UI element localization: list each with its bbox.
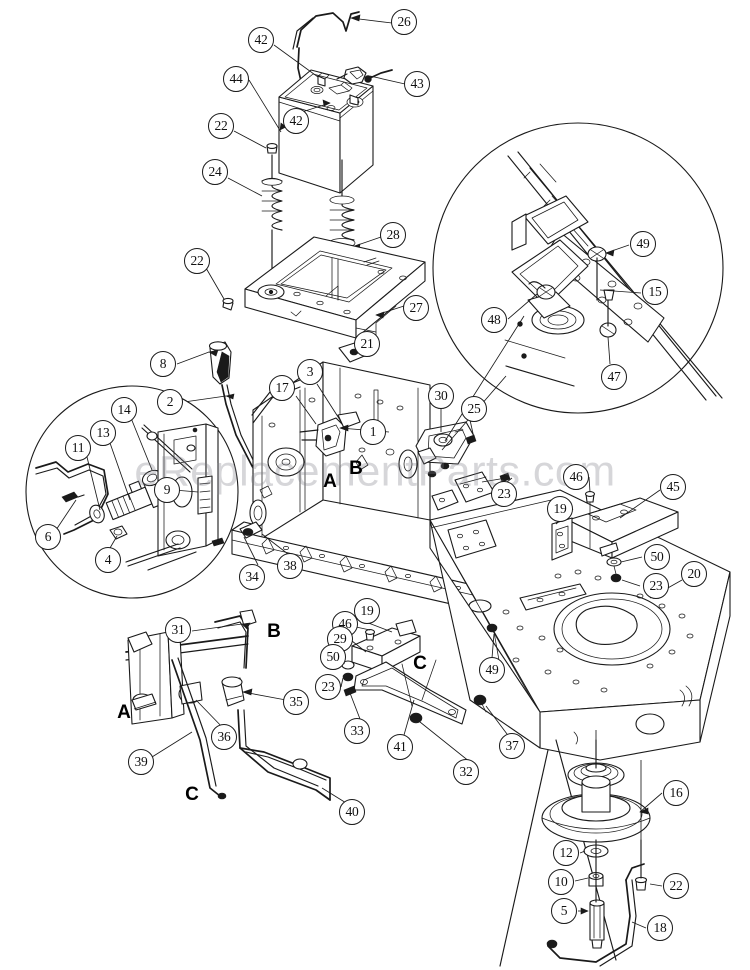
- callout-41[interactable]: 41: [387, 734, 413, 760]
- callout-50b[interactable]: 50: [320, 644, 346, 670]
- callout-17[interactable]: 17: [269, 375, 295, 401]
- callout-18[interactable]: 18: [647, 915, 673, 941]
- zone-label-B-pedal: B: [267, 621, 281, 642]
- callout-42b[interactable]: 42: [283, 108, 309, 134]
- bracket-45: [551, 491, 679, 583]
- zone-label-C-link: C: [413, 653, 427, 674]
- callout-23a[interactable]: 23: [491, 481, 517, 507]
- callout-49b[interactable]: 49: [479, 657, 505, 683]
- callout-45[interactable]: 45: [660, 474, 686, 500]
- spring-left: [261, 143, 283, 273]
- callout-12[interactable]: 12: [553, 840, 579, 866]
- callout-47[interactable]: 47: [601, 364, 627, 390]
- zone-label-B-frame: B: [349, 458, 363, 479]
- callout-14[interactable]: 14: [111, 397, 137, 423]
- callout-22a[interactable]: 22: [208, 113, 234, 139]
- callout-23b[interactable]: 23: [643, 573, 669, 599]
- callout-37[interactable]: 37: [499, 733, 525, 759]
- callout-24[interactable]: 24: [202, 159, 228, 185]
- pedal-linkage: [125, 609, 331, 801]
- callout-21[interactable]: 21: [354, 331, 380, 357]
- callout-34[interactable]: 34: [239, 564, 265, 590]
- callout-22b[interactable]: 22: [184, 248, 210, 274]
- callout-49a[interactable]: 49: [630, 231, 656, 257]
- callout-44[interactable]: 44: [223, 66, 249, 92]
- callout-40[interactable]: 40: [339, 799, 365, 825]
- callout-22c[interactable]: 22: [663, 873, 689, 899]
- zone-label-A-frame: A: [323, 471, 337, 492]
- idler-arm-assembly: [341, 619, 501, 725]
- callout-11[interactable]: 11: [65, 435, 91, 461]
- callout-1[interactable]: 1: [360, 419, 386, 445]
- callout-10[interactable]: 10: [548, 869, 574, 895]
- zone-label-C-pedal: C: [185, 784, 199, 805]
- detail-circle-right: [432, 122, 724, 414]
- callout-30[interactable]: 30: [428, 383, 454, 409]
- callout-5[interactable]: 5: [551, 898, 577, 924]
- main-frame: [211, 339, 731, 761]
- coil-spring-24: [261, 177, 283, 231]
- zone-label-A-pedal: A: [117, 702, 131, 723]
- callout-46a[interactable]: 46: [563, 464, 589, 490]
- callout-15[interactable]: 15: [642, 279, 668, 305]
- callout-35[interactable]: 35: [283, 689, 309, 715]
- callout-43[interactable]: 43: [404, 71, 430, 97]
- callout-16[interactable]: 16: [663, 780, 689, 806]
- callout-50a[interactable]: 50: [644, 544, 670, 570]
- callout-8[interactable]: 8: [150, 351, 176, 377]
- battery-tray: [222, 236, 426, 341]
- callout-36[interactable]: 36: [211, 724, 237, 750]
- callout-33[interactable]: 33: [344, 718, 370, 744]
- callout-42a[interactable]: 42: [248, 27, 274, 53]
- callout-2[interactable]: 2: [157, 389, 183, 415]
- callout-13[interactable]: 13: [90, 420, 116, 446]
- callout-26[interactable]: 26: [391, 9, 417, 35]
- callout-19a[interactable]: 19: [547, 496, 573, 522]
- callout-9[interactable]: 9: [154, 477, 180, 503]
- callout-23c[interactable]: 23: [315, 674, 341, 700]
- callout-32[interactable]: 32: [453, 759, 479, 785]
- callout-25[interactable]: 25: [461, 396, 487, 422]
- callout-31[interactable]: 31: [165, 617, 191, 643]
- bracket-30: [415, 421, 475, 478]
- callout-28[interactable]: 28: [380, 222, 406, 248]
- battery: [278, 66, 393, 194]
- callout-27[interactable]: 27: [403, 295, 429, 321]
- latch-bracket: [299, 411, 361, 457]
- pulley-assembly: [499, 739, 651, 967]
- callout-20[interactable]: 20: [681, 561, 707, 587]
- callout-19b[interactable]: 19: [354, 598, 380, 624]
- callout-38[interactable]: 38: [277, 553, 303, 579]
- callout-48[interactable]: 48: [481, 307, 507, 333]
- callout-39[interactable]: 39: [128, 749, 154, 775]
- callout-3[interactable]: 3: [297, 359, 323, 385]
- callout-6[interactable]: 6: [35, 524, 61, 550]
- callout-4[interactable]: 4: [95, 547, 121, 573]
